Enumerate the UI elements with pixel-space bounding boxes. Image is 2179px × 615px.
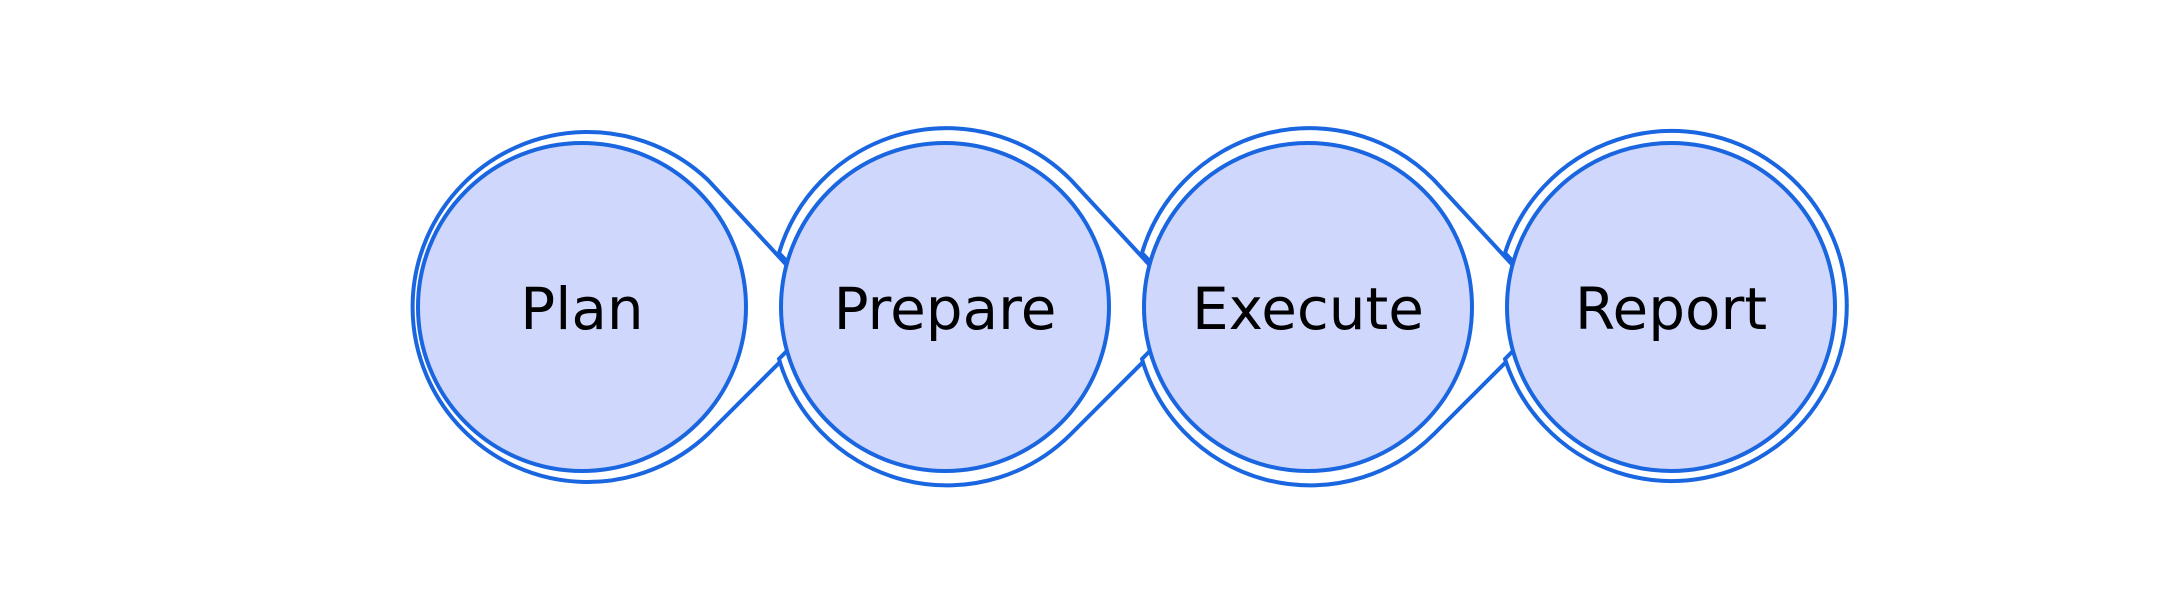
- stage-circle: [1142, 141, 1474, 473]
- stage-circle: [1505, 141, 1837, 473]
- stage-report: Report: [1502, 129, 1849, 483]
- stage-label-report: Report: [1575, 275, 1767, 343]
- stage-circle: [416, 141, 748, 473]
- stage-circle: [779, 141, 1111, 473]
- stage-execute: Execute: [1139, 126, 1559, 488]
- stage-label-prepare: Prepare: [834, 275, 1057, 343]
- stage-label-plan: Plan: [520, 275, 643, 343]
- stage-prepare: Prepare: [776, 126, 1196, 488]
- stage-label-execute: Execute: [1192, 275, 1424, 343]
- stage-plan: Plan: [410, 130, 833, 484]
